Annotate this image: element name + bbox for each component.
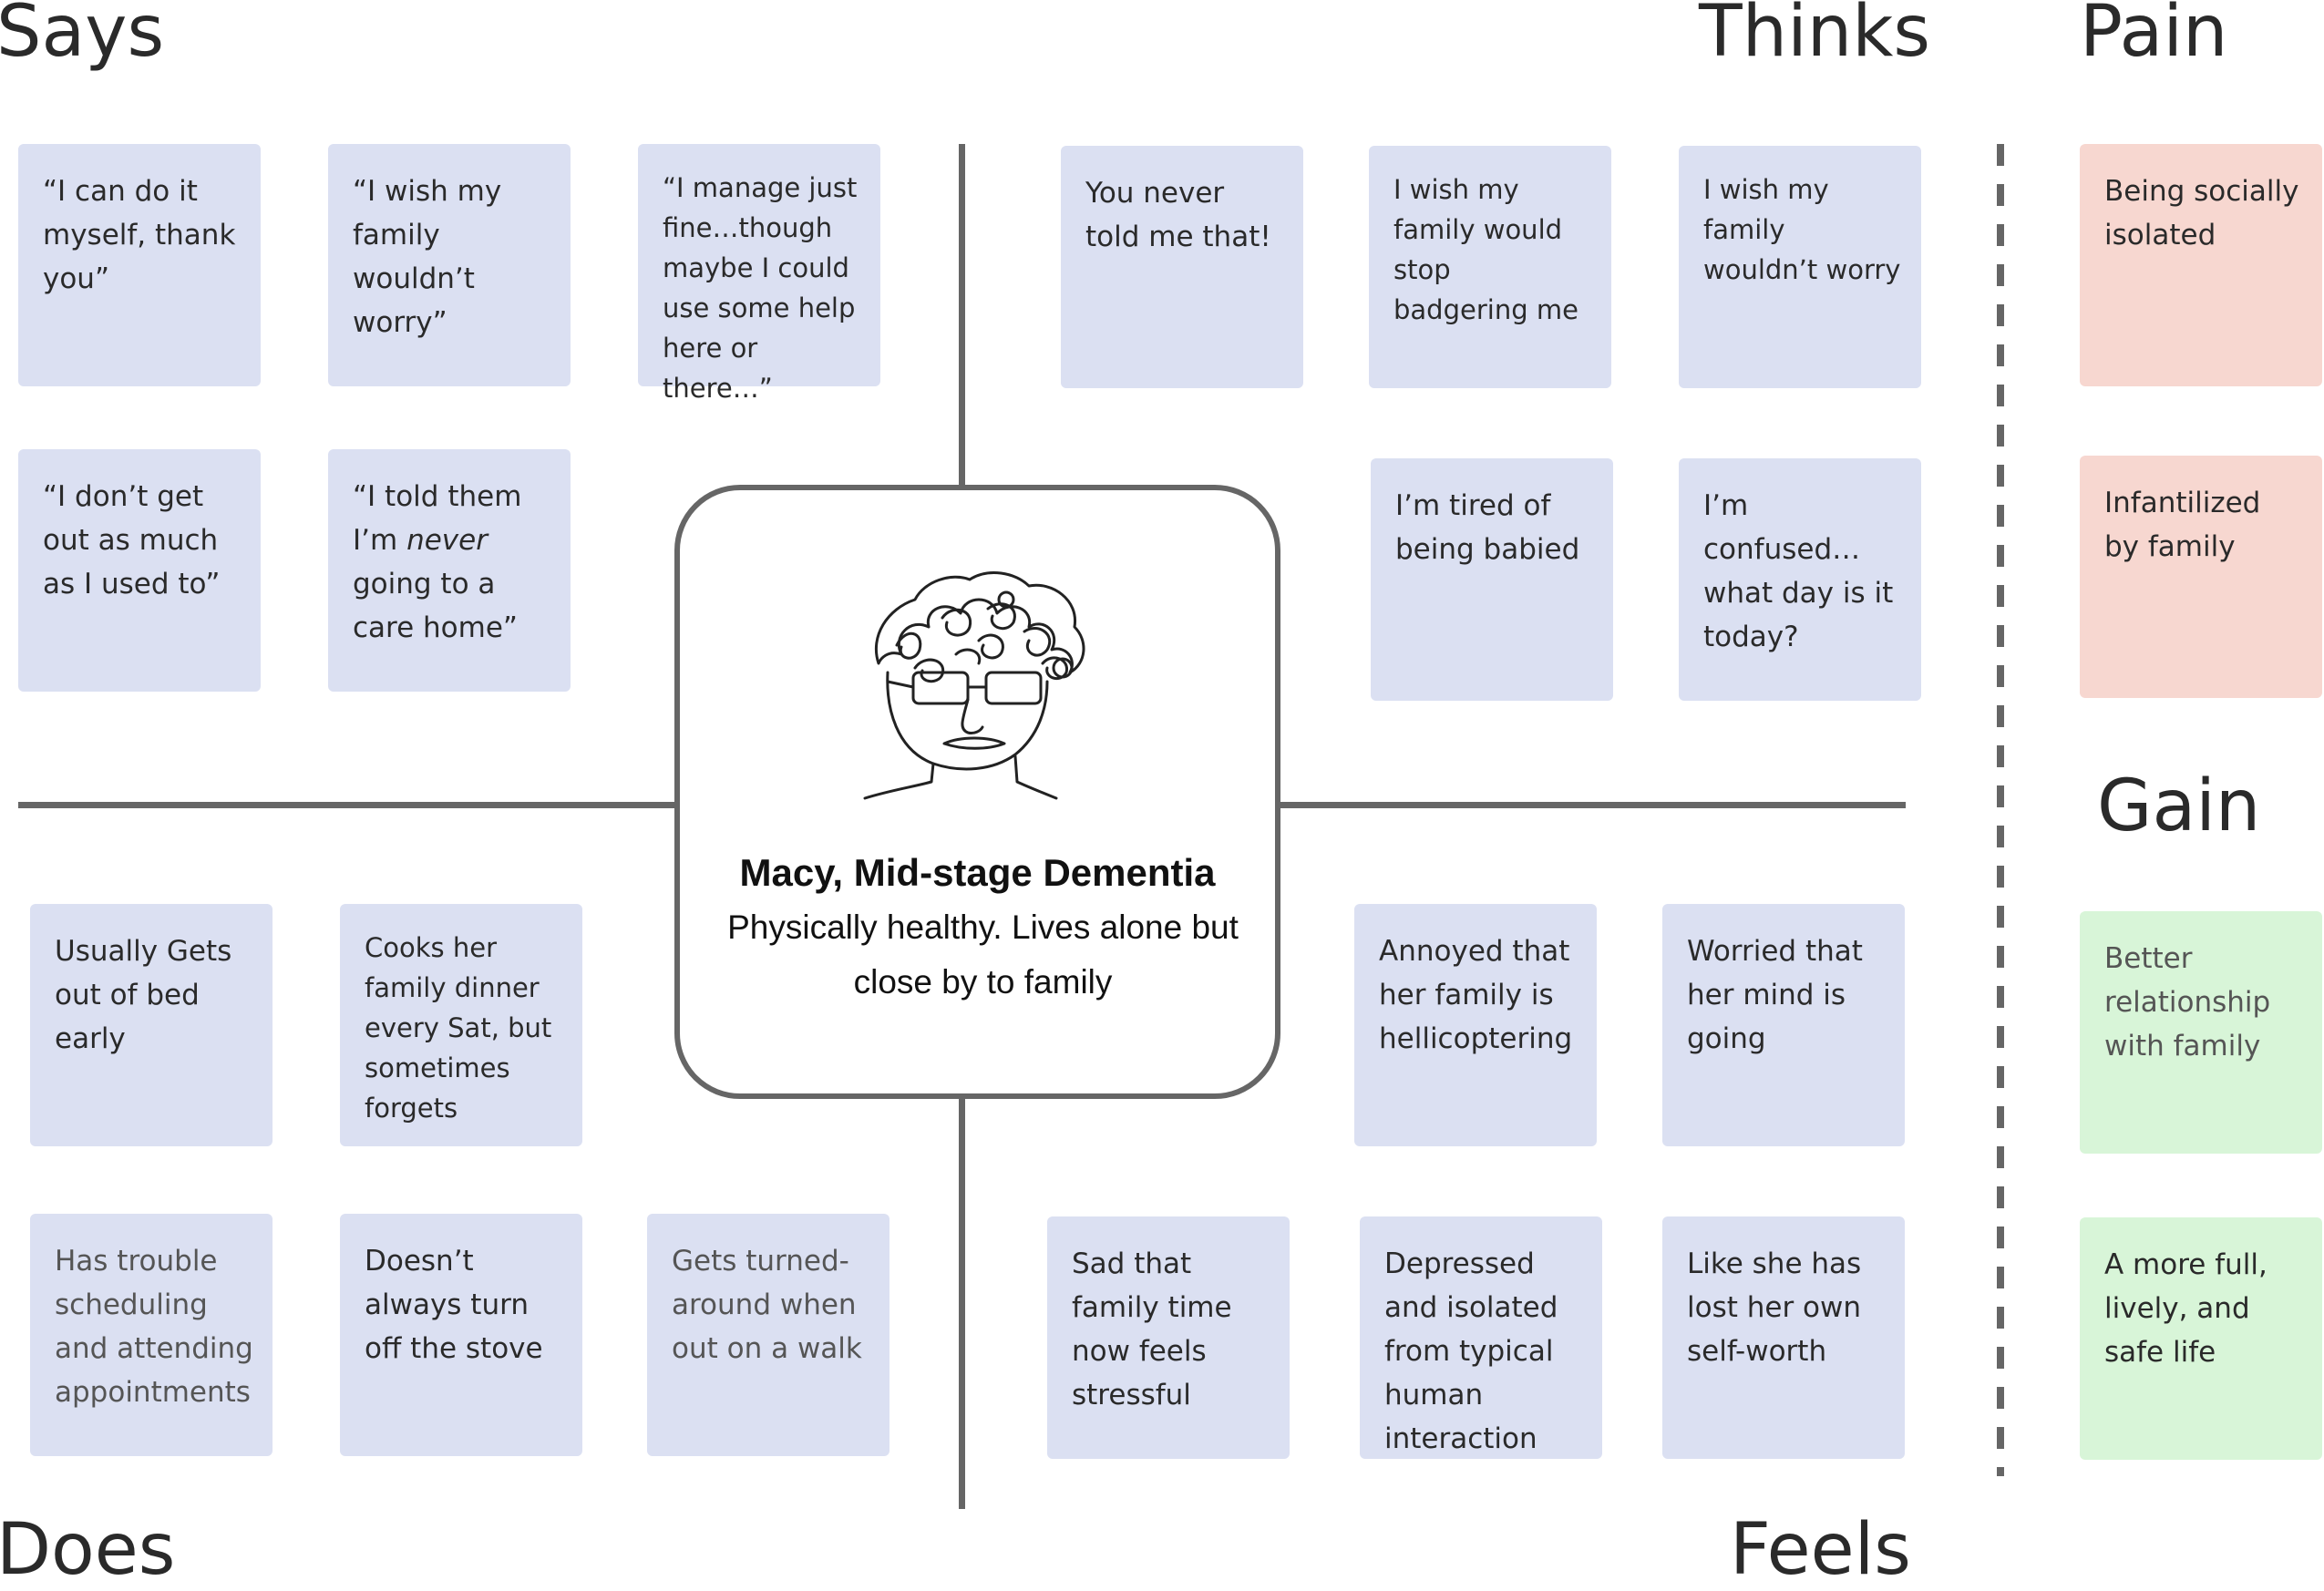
does-note[interactable]: Gets turned-around when out on a walk [647, 1214, 889, 1456]
gain-note[interactable]: Better relationship with family [2080, 911, 2322, 1154]
thinks-label: Thinks [1699, 0, 1930, 73]
feels-note[interactable]: Annoyed that her family is hellicopterin… [1354, 904, 1597, 1146]
thinks-note[interactable]: I’m tired of being babied [1371, 458, 1613, 701]
horizontal-divider-right [1279, 802, 1906, 808]
does-label: Does [0, 1509, 176, 1591]
says-label: Says [0, 0, 165, 73]
says-note[interactable]: “I don’t get out as much as I used to” [18, 449, 261, 692]
gain-label: Gain [2097, 765, 2261, 847]
pain-label: Pain [2080, 0, 2228, 73]
feels-note[interactable]: Depressed and isolated from typical huma… [1360, 1216, 1602, 1459]
thinks-note[interactable]: I’m confused… what day is it today? [1679, 458, 1921, 701]
says-note[interactable]: “I can do it myself, thank you” [18, 144, 261, 386]
persona-card: Macy, Mid-stage Dementia Physically heal… [674, 485, 1280, 1099]
thinks-note[interactable]: I wish my family would stop badgering me [1369, 146, 1611, 388]
feels-note[interactable]: Sad that family time now feels stressful [1047, 1216, 1290, 1459]
thinks-note[interactable]: I wish my family wouldn’t worry [1679, 146, 1921, 388]
vertical-divider-bottom [959, 1097, 965, 1509]
line-drawing-portrait-icon [863, 571, 1085, 800]
feels-note[interactable]: Like she has lost her own self-worth [1662, 1216, 1905, 1459]
persona-name: Macy, Mid-stage Dementia [739, 851, 1216, 894]
does-note[interactable]: Doesn’t always turn off the stove [340, 1214, 582, 1456]
pain-note[interactable]: Infantilized by family [2080, 456, 2322, 698]
says-note[interactable]: “I manage just fine…though maybe I could… [638, 144, 880, 404]
horizontal-divider-left [18, 802, 676, 808]
persona-description: Physically healthy. Lives alone but clos… [727, 908, 1239, 1001]
says-note[interactable]: “I wish my family wouldn’t worry” [328, 144, 571, 386]
feels-label: Feels [1730, 1509, 1911, 1591]
vertical-divider-top [959, 144, 965, 487]
does-note[interactable]: Cooks her family dinner every Sat, but s… [340, 904, 582, 1146]
feels-note[interactable]: Worried that her mind is going [1662, 904, 1905, 1146]
does-note[interactable]: Has trouble scheduling and attending app… [30, 1214, 273, 1456]
gain-note[interactable]: A more full, lively, and safe life [2080, 1217, 2322, 1460]
thinks-note[interactable]: You never told me that! [1061, 146, 1303, 388]
does-note[interactable]: Usually Gets out of bed early [30, 904, 273, 1146]
says-note[interactable]: “I told them I’m never going to a care h… [328, 449, 571, 692]
pain-note[interactable]: Being socially isolated [2080, 144, 2322, 386]
pain-gain-dashed-divider [1997, 144, 2004, 1476]
